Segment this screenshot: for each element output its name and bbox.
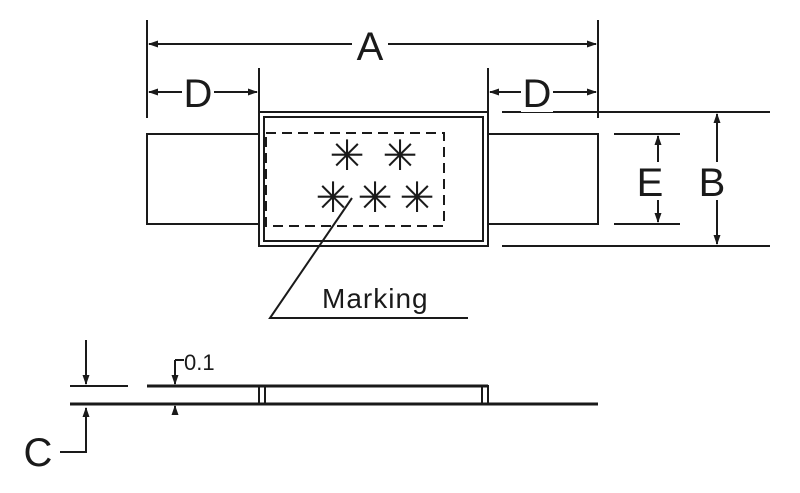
dimension-c-label: C <box>24 431 53 475</box>
marking-symbol: ✳ <box>357 173 392 222</box>
component-body <box>258 111 489 247</box>
component-body-inner <box>263 116 484 242</box>
dimension-e-label: E <box>637 161 664 205</box>
marking-symbol: ✳ <box>329 131 364 180</box>
dimension-arrow-c-bottom <box>60 407 90 453</box>
dimension-d-left-label: D <box>184 72 213 116</box>
marking-label: Marking <box>322 283 429 314</box>
thickness-label: 0.1 <box>184 350 215 375</box>
marking-symbol: ✳ <box>315 173 350 222</box>
dimension-b-label: B <box>699 161 726 205</box>
dimension-d-right-label: D <box>523 72 552 116</box>
left-terminal <box>146 133 259 225</box>
right-terminal <box>488 133 599 225</box>
marking-leader-line <box>268 197 468 319</box>
dimension-a-label: A <box>357 25 384 69</box>
marking-symbol: ✳ <box>382 131 417 180</box>
marking-area <box>265 132 445 227</box>
marking-symbol: ✳ <box>399 173 434 222</box>
side-body <box>258 385 489 405</box>
